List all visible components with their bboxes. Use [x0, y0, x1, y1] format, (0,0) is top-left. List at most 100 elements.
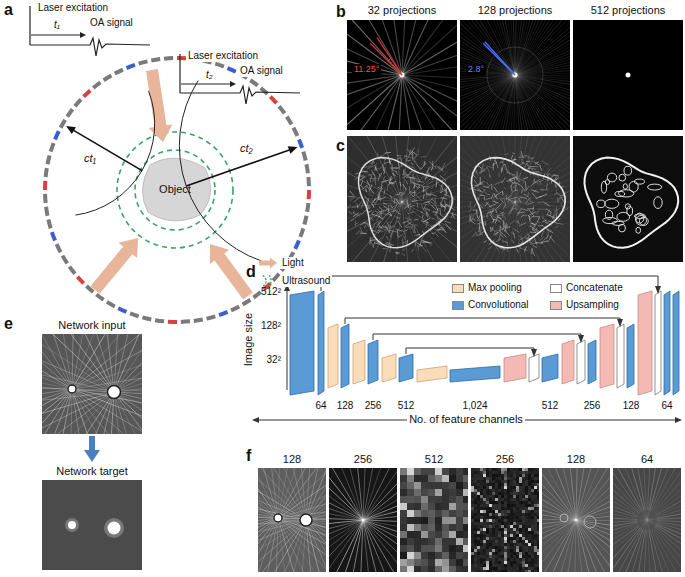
transducer-element [62, 256, 67, 264]
pixel [504, 510, 507, 513]
feature-map-block [353, 340, 365, 384]
pixel [477, 480, 480, 483]
pixel [501, 471, 504, 474]
pixel [442, 475, 449, 482]
pixel [400, 538, 407, 545]
streak [504, 202, 515, 311]
transducer-element [48, 155, 50, 164]
transducer-element [231, 306, 239, 310]
texture-line [442, 227, 446, 233]
texture-line [372, 179, 375, 182]
pixel [501, 477, 504, 480]
transducer-element [61, 120, 66, 128]
feature-map-block [382, 354, 396, 382]
texture-line [451, 213, 457, 215]
pixel [435, 552, 442, 559]
pixel [519, 501, 522, 504]
pixel [504, 495, 507, 498]
texture-line [421, 156, 426, 158]
transducer-element [261, 88, 268, 94]
pixel [414, 559, 421, 566]
texture-line [484, 241, 487, 243]
tissue-structure [619, 190, 634, 197]
texture-line [423, 186, 429, 187]
pixel [480, 501, 483, 504]
pixel [474, 477, 477, 480]
pixel [507, 486, 510, 489]
pixel [480, 492, 483, 495]
streak [277, 404, 306, 520]
pixel [522, 486, 525, 489]
streak [330, 21, 402, 75]
pixel [483, 480, 486, 483]
texture-line [504, 154, 509, 155]
pixel [407, 503, 414, 510]
streak [242, 418, 306, 520]
transducer-element [43, 181, 47, 190]
tissue-structure [603, 217, 618, 223]
texture-line [441, 196, 444, 203]
streak [391, 93, 402, 202]
pixel [489, 510, 492, 513]
pixel [477, 483, 480, 486]
skip-arrowhead [655, 286, 661, 294]
streak [363, 475, 474, 520]
texture-line [532, 249, 535, 256]
pixel [492, 495, 495, 498]
pixel [519, 474, 522, 477]
transducer-element [279, 106, 285, 113]
transducer-element [84, 90, 91, 96]
pixel [510, 468, 513, 471]
pixel [456, 559, 463, 566]
pixel [531, 480, 534, 483]
pixel [507, 477, 510, 480]
pixel [513, 495, 516, 498]
pixel-grid [471, 468, 540, 573]
transducer-element [46, 207, 47, 216]
pixel [504, 501, 507, 504]
streak [163, 518, 278, 552]
pixel [498, 525, 501, 528]
pixel [501, 528, 504, 531]
texture-line [432, 232, 436, 234]
pixel [537, 483, 540, 486]
pixel [516, 477, 519, 480]
skip-arrowhead [578, 335, 584, 343]
pixel [449, 531, 456, 538]
tissue-outline [359, 158, 453, 248]
image-size-arrow [284, 284, 290, 390]
pixel [407, 566, 414, 573]
pixel [528, 489, 531, 492]
pixel [534, 522, 537, 525]
pixel [504, 513, 507, 516]
pixel [534, 471, 537, 474]
pixel [428, 482, 435, 489]
pixel [519, 492, 522, 495]
pixel [525, 504, 528, 507]
streak [515, 202, 536, 310]
pixel [513, 522, 516, 525]
pixel [513, 519, 516, 522]
streak [335, 75, 402, 135]
pixel [489, 471, 492, 474]
pixel [537, 510, 540, 513]
streak [227, 409, 278, 518]
transducer-element [139, 61, 148, 63]
streak [515, 7, 573, 75]
texture-line [434, 215, 438, 217]
streak [214, 443, 306, 520]
pixel [474, 522, 477, 525]
pixel [531, 471, 534, 474]
pixel [528, 510, 531, 513]
unet-network [290, 276, 679, 395]
pixel [507, 525, 510, 528]
pixel [519, 507, 522, 510]
pixel [489, 483, 492, 486]
pixel [474, 525, 477, 528]
pixel [456, 482, 463, 489]
pixel [507, 468, 510, 471]
texture-line [444, 221, 451, 223]
pixel [477, 498, 480, 501]
streak [252, 520, 363, 565]
pixel [534, 495, 537, 498]
